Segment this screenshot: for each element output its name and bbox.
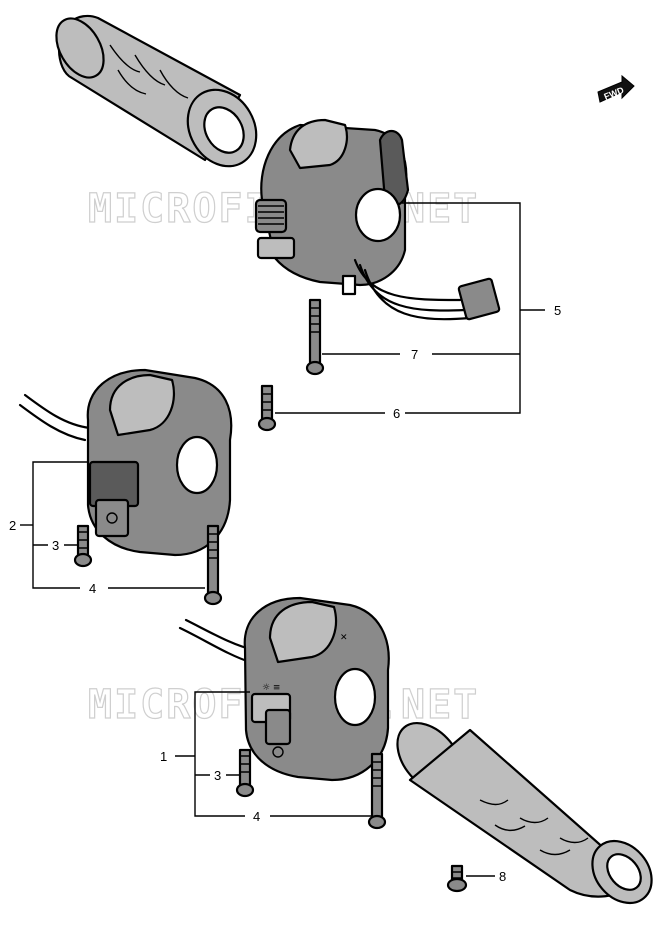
right-handlebar-grip (396, 721, 653, 905)
callout-3-bottom: 3 (214, 768, 221, 783)
screw-6 (257, 384, 277, 432)
screw-3-middle (73, 524, 93, 568)
right-switch-housing-bottom: ☼ ≡ ✕ (178, 596, 390, 782)
screw-4-middle (203, 524, 223, 606)
left-switch-housing-middle (18, 368, 233, 557)
callout-4-middle: 4 (89, 581, 96, 596)
callout-1: 1 (160, 749, 167, 764)
callout-4-bottom: 4 (253, 809, 260, 824)
screw-8 (446, 864, 468, 893)
left-switch-housing-top (254, 118, 501, 321)
callout-7: 7 (411, 347, 418, 362)
leader-lines (20, 202, 545, 877)
callout-6: 6 (393, 406, 400, 421)
callout-8: 8 (499, 869, 506, 884)
screw-3-bottom (235, 748, 255, 798)
screw-4-bottom (367, 752, 387, 830)
callout-3-middle: 3 (52, 538, 59, 553)
headlight-symbol-icon: ☼ ≡ (262, 683, 280, 693)
left-handlebar-grip (55, 14, 258, 168)
callout-5: 5 (554, 303, 561, 318)
callout-labels: 5 7 6 2 3 4 1 3 4 8 (9, 303, 561, 884)
screw-7 (305, 298, 325, 376)
callout-2: 2 (9, 518, 16, 533)
horn-symbol-icon: ✕ (340, 633, 348, 643)
forward-arrow-icon: FWD (597, 74, 635, 103)
fwd-label: FWD (603, 85, 626, 102)
